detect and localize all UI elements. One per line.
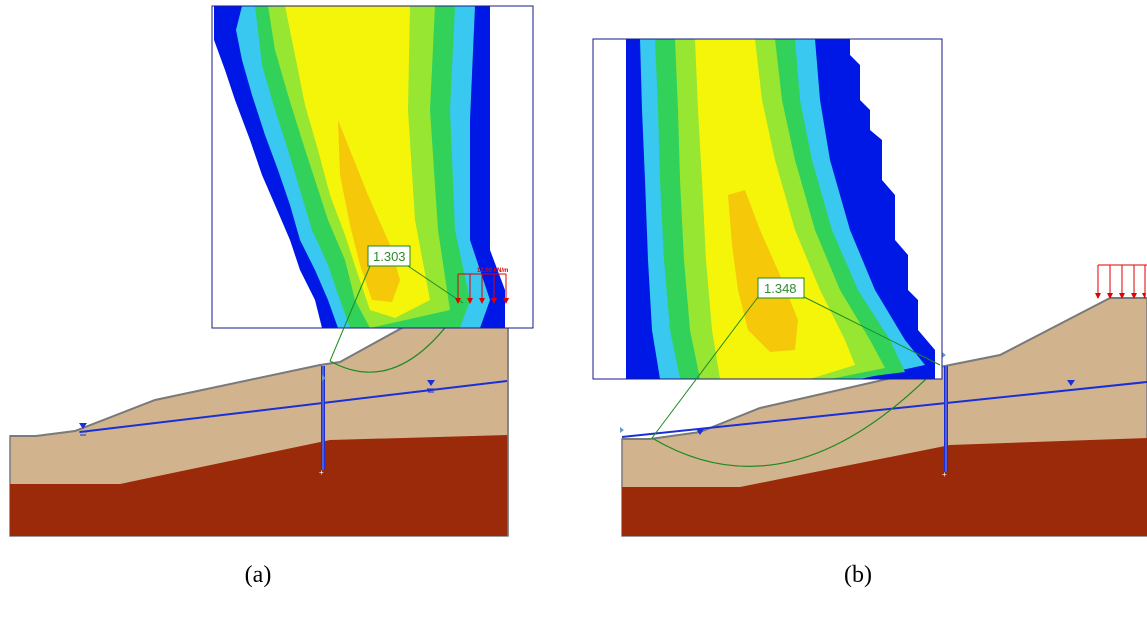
water-table-line-a	[79, 380, 508, 433]
slip-surface-b	[651, 364, 941, 467]
contour-zone-orange-b	[728, 190, 798, 352]
panel-a: + 1.303	[9, 5, 534, 537]
contour-zone-yellow-a	[285, 6, 430, 318]
contour-inset-frame-a	[211, 5, 534, 329]
water-table-line-b	[621, 381, 1147, 438]
factor-of-safety-a: 1.303	[373, 249, 406, 264]
slip-limit-marker-b-icon	[620, 352, 946, 433]
svg-text:+: +	[942, 470, 947, 479]
panel-a-caption: (a)	[244, 562, 272, 588]
panel-b-caption: (b)	[844, 562, 872, 588]
piezometer-b-icon: +	[942, 366, 948, 479]
contour-inset-frame-b	[592, 38, 943, 380]
fs-label-box-a	[367, 245, 411, 267]
distributed-load-arrows-b-icon	[1095, 264, 1147, 299]
slope-surface-b	[622, 297, 1147, 440]
panel-b: + 1.348	[592, 38, 1147, 537]
fs-label-box-b	[757, 277, 805, 299]
water-table-marker-icon	[79, 380, 435, 436]
distributed-load-arrows-icon	[455, 273, 509, 304]
distributed-load-label-a: 12.00 kN/m	[477, 268, 508, 274]
contour-zone-yellow-b	[695, 39, 855, 379]
piezometer-icon: +	[319, 366, 325, 477]
contour-inset-b	[592, 38, 943, 380]
soil-lower-layer-a	[10, 435, 508, 536]
svg-text:+: +	[319, 468, 324, 477]
soil-lower-layer-b	[622, 438, 1147, 536]
factor-of-safety-b: 1.348	[764, 281, 797, 296]
water-table-marker-b-icon	[696, 380, 1075, 435]
contour-inset-a	[211, 5, 534, 329]
